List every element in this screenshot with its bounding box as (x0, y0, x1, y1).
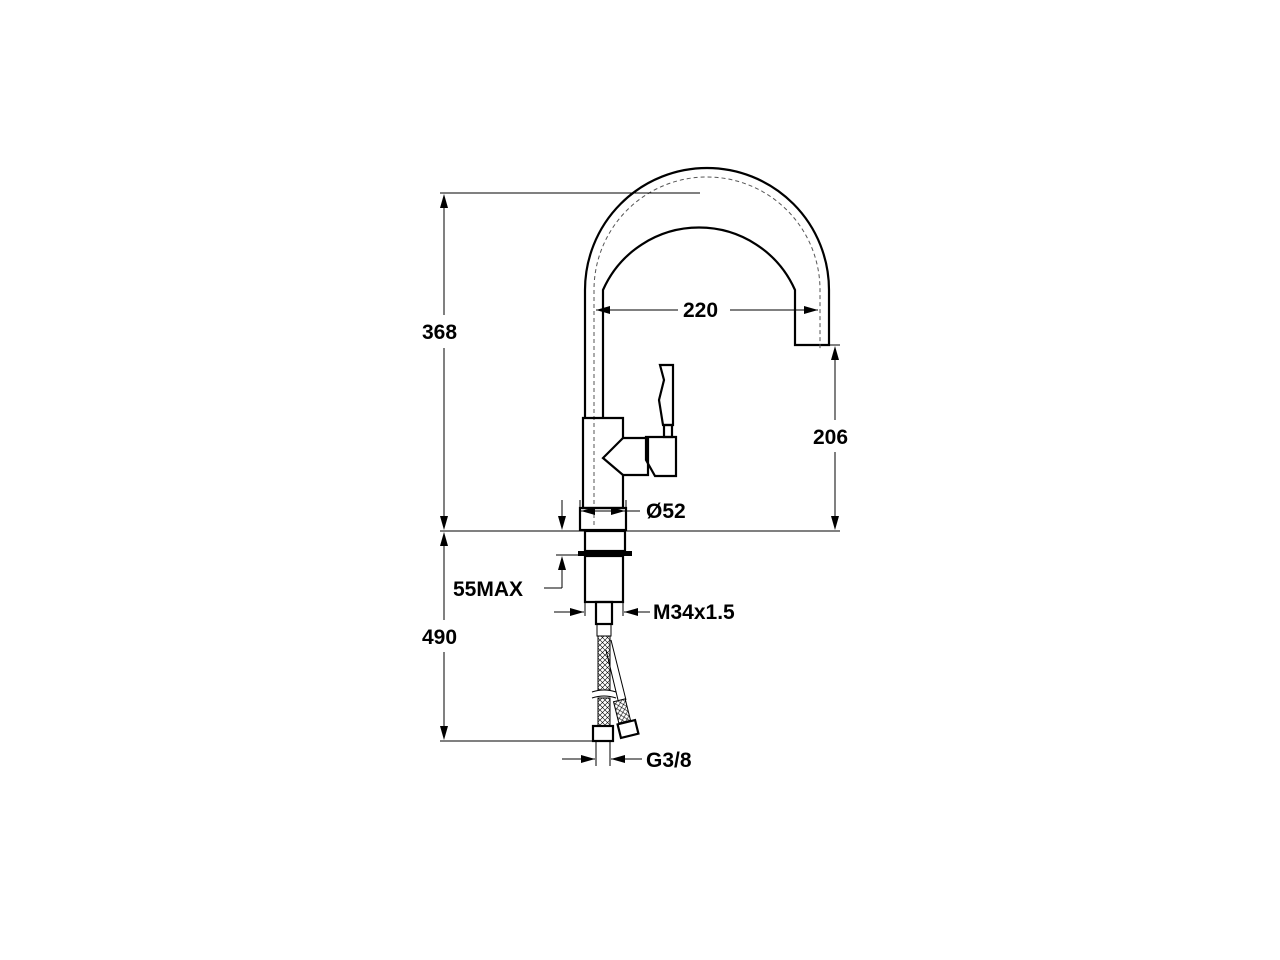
dim-total-height: 368 (422, 321, 457, 344)
dim-outlet-height: 206 (813, 426, 848, 449)
dim-spout-reach: 220 (683, 299, 718, 322)
dim-hose-connection: G3/8 (646, 749, 692, 772)
dim-thread: M34x1.5 (653, 601, 735, 624)
dim-max-thickness: 55MAX (453, 578, 523, 601)
dim-underside-length: 490 (422, 626, 457, 649)
dimension-lines (440, 192, 840, 766)
supply-hoses (591, 623, 640, 743)
dimension-labels: 368 490 220 206 Ø52 55MAX M34x1.5 G3/8 (422, 299, 848, 772)
dim-base-diameter: Ø52 (646, 500, 686, 523)
faucet-body (578, 166, 831, 626)
